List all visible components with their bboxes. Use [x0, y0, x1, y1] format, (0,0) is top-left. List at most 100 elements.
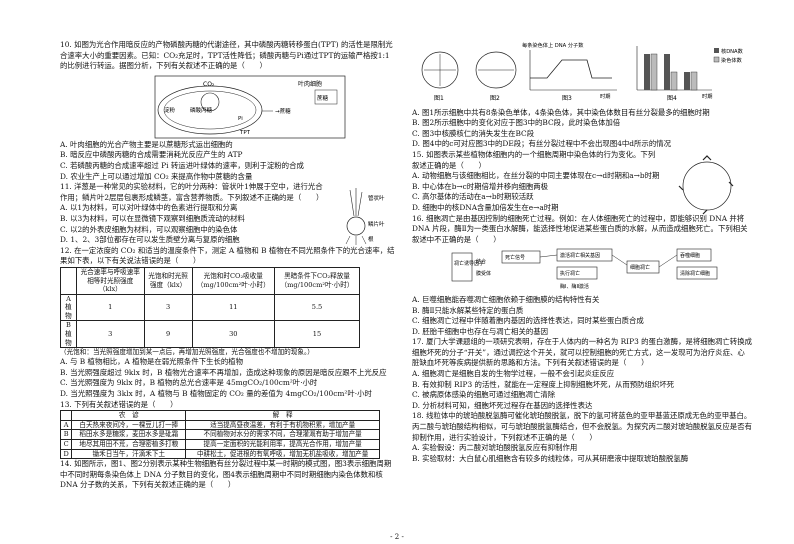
q12-header: 光饱和时CO₂吸收量（mg/100cm²叶·小时） [191, 266, 276, 295]
fig1-label: 图1 [434, 95, 444, 102]
page-number: - 2 - [390, 533, 404, 541]
q12-option-b: B. 当光照强度超过 9klx 时，B 植物光合速率不再增加，造成这种现象的原因… [60, 367, 387, 377]
fig4-legend-chrom: 染色体数 [721, 56, 743, 64]
q15-option-d: D. 细胞中的核DNA含量加倍发生在e→a时期 [412, 202, 559, 212]
q17-option-c: C. 被病原体感染的细胞可通过细胞凋亡清除 [412, 390, 556, 400]
edge-bind: 结合 [476, 258, 486, 265]
chromosome-cycle-figure [678, 155, 734, 215]
fig3-xlabel: 时期 [600, 92, 610, 100]
q10-diagram: CO₂ 叶肉细胞 蔗糖 淀粉 磷酸丙糖 Pi TPT →蔗糖 [154, 75, 346, 139]
cell: 地尽其用田不荒，合理密植多打粮 [71, 439, 187, 450]
cell: 3 [143, 293, 193, 322]
table-row: A植物 1 3 11 5.5 [60, 293, 360, 322]
cell: B [59, 429, 73, 440]
q10-sucrose: →蔗糖 [275, 107, 291, 115]
q11-option-c: C. 以2的外表皮细胞为材料，可以观察细胞中的染色体 [60, 224, 238, 234]
apoptosis-inducer: 凋亡诱导因子 [454, 260, 484, 267]
q16-option-b: B. 酶Ⅱ只能水解某些特定的蛋白质 [412, 305, 524, 315]
death-signal: 死亡信号 [505, 254, 525, 261]
q10-co2: CO₂ [203, 81, 215, 88]
fig3-label: 图3 [562, 95, 572, 102]
q12-header: 光饱和时光照强度（klx） [143, 266, 193, 295]
cell: 3 [75, 320, 145, 349]
q15-stem: 15. 如图表示某些植物体细胞内的一个细胞周期中染色体的行为变化。下列叙述正确的… [412, 149, 656, 170]
q12-table: 光合速率与呼吸速率相等时光照强度（klx） 光饱和时光照强度（klx） 光饱和时… [60, 266, 360, 349]
q18-option-b: B. 实验取材：大白鼠心肌细胞含有较多的线粒体，可从其研磨液中提取琥珀酸脱氢酶 [412, 453, 689, 463]
enzymes-activated: 酶Ⅰ、酶Ⅱ激活 [560, 283, 589, 290]
q10-stem: 10. 如图为光合作用暗反应的产物磷酸丙糖的代谢途径，其中磷酸丙糖转移蛋白(TP… [60, 40, 393, 71]
cell: 提高一定面积的光能利用率，提高光合作用，增加产量 [185, 439, 380, 450]
q18-option-a: A. 实验假设：丙二酸对琥珀酸脱氢反应有抑制作用 [412, 443, 578, 453]
q10-option-d: D. 农业生产上可以通过增加 CO₂ 来提高作物中蔗糖的含量 [60, 171, 253, 181]
fig3-ylabel: 每条染色体上 DNA 分子数 [522, 41, 584, 49]
fig4-label: 图4 [667, 95, 677, 102]
q14-option-c: C. 图3中核膜核仁的消失发生在BC段 [412, 128, 535, 138]
fig4-xlabel: 时期 [702, 92, 712, 100]
cell: A [59, 419, 73, 431]
fig2-label: 图2 [490, 95, 500, 102]
cell: 15 [274, 320, 360, 349]
cell: 稻田水多是糖浆，麦田水多是砒霜 [71, 429, 187, 440]
cell: 中耕松土，促进根的有氧呼吸，增加无机盐吸收，增加产量 [185, 448, 380, 460]
cell: 1 [75, 293, 145, 322]
clear-cells: 清除凋亡细胞 [680, 270, 710, 277]
q11-option-a: A. 以1为材料，可以对叶绿体中的色素进行提取和分离 [60, 203, 238, 213]
q12-header [60, 266, 77, 295]
q17-option-b: B. 有效抑制 RIP3 的活性，就能在一定程度上抑制细胞坏死，从而预防组织坏死 [412, 379, 675, 389]
q12-option-a: A. 与 B 植物相比，A 植物是在弱光照条件下生长的植物 [60, 357, 244, 367]
q16-stem: 16. 细胞凋亡是由基因控制的细胞死亡过程。例如：在人体细胞死亡的过程中，即能够… [412, 213, 748, 244]
execute-apoptosis: 执行凋亡 [560, 270, 580, 277]
cell-apoptosis: 细胞凋亡 [630, 264, 650, 271]
q16-option-c: C. 细胞凋亡过程中伴随着胞内基因的选择性表达，同时某些蛋白质合成 [412, 316, 644, 326]
q10-pi: Pi [238, 116, 243, 122]
q10-leaf-label: 叶肉细胞 [298, 80, 322, 88]
q12-option-d: D. 当光照强度为 3klx 时，A 植物与 B 植物固定的 CO₂ 量的差值为… [60, 389, 372, 399]
q14-option-d: D. 图4中的c可对应图3中的DE段；有丝分裂过程中不会出现图4中d所示的情况 [412, 139, 671, 149]
cell: 9 [143, 320, 193, 349]
q12-stem: 12. 在一定浓度的 CO₂ 和适当的温度条件下，测定 A 植物和 B 植物在不… [60, 245, 395, 266]
cell: 锄禾日当午，汗滴禾下土 [71, 448, 187, 460]
table-row: B植物 3 9 30 15 [60, 320, 360, 349]
q13-header: 农 谚 [71, 410, 187, 421]
q18-stem: 18. 线粒体中的琥珀酸脱氢酶可催化琥珀酸脱氢，脱下的氢可将蓝色的亚甲基蓝还原成… [412, 411, 752, 442]
cell: C [59, 439, 73, 450]
q15-option-c: C. 高尔基体的活动在a→b时期较活跃 [412, 192, 534, 202]
edge-receptor: 膜受体 [476, 270, 491, 277]
cell: 白天热来夜间冷，一棵豆儿打一捧 [71, 419, 187, 431]
q17-stem: 17. 厦门大学课题组的一项研究表明，存在于人体内的一种名为 RIP3 的蛋白激… [412, 337, 752, 368]
q12-note: （光饱和：当光照强度增加到某一点后，再增加光照强度，光合强度也不增加的现象。） [60, 348, 314, 357]
q14-option-b: B. 图2所示细胞中的变化对应于图3中的BC段，此时染色体加倍 [412, 118, 621, 128]
q11-block: 11. 洋葱是一种常见的实验材料，它的叶分两种：管状叶1伸展于空中，进行光合作用… [60, 182, 395, 246]
q10-tpt: TPT [239, 130, 251, 136]
cell: B植物 [60, 320, 77, 349]
onion-label-2: 鳞片叶 [368, 220, 385, 228]
q10-option-a: A. 叶肉细胞的光合产物主要是以蔗糖形式运出细胞的 [60, 139, 233, 149]
activate-genes: 激活凋亡相关基因 [560, 252, 600, 259]
right-column: 图1 图2 每条染色体上 DNA 分子数 时期 图3 核DNA数 染色体数 时期… [412, 40, 752, 464]
q10-starch: 淀粉 [164, 106, 176, 114]
onion-label-1: 管状叶 [368, 194, 385, 202]
onion-figure: 管状叶 鳞片叶 根 [345, 188, 385, 246]
onion-label-3: 根 [368, 235, 374, 243]
q11-option-d: D. 1、2、3部位都存在可以发生质壁分离与复原的细胞 [60, 235, 240, 245]
q15-block: 15. 如图表示某些植物体细胞内的一个细胞周期中染色体的行为变化。下列叙述正确的… [412, 149, 752, 215]
q17-option-d: D. 分析材料可知，细胞坏死过程存在基因的选择性表达 [412, 400, 593, 410]
q15-option-a: A. 动物细胞与该细胞相比，在丝分裂的中同主要体现在c→d时期和a→b时期 [412, 171, 660, 181]
q14-stem: 14. 如图所示，图1、图2分别表示某种生物细胞有丝分裂过程中某一时期的模式图，… [60, 459, 392, 490]
left-column: 10. 如图为光合作用暗反应的产物磷酸丙糖的代谢途径，其中磷酸丙糖转移蛋白(TP… [59, 40, 395, 491]
fig4-legend-dna: 核DNA数 [721, 47, 744, 55]
q16-option-a: A. 巨噬细胞能吞噬凋亡细胞依赖于细胞膜的结构特性有关 [412, 294, 600, 304]
q11-stem: 11. 洋葱是一种常见的实验材料，它的叶分两种：管状叶1伸展于空中，进行光合作用… [60, 182, 324, 202]
q13-header [59, 410, 73, 421]
q10-sucrose-box: 蔗糖 [317, 94, 329, 102]
cell: 11 [191, 293, 276, 322]
q10-tp: 磷酸丙糖 [190, 106, 213, 114]
cell: D [59, 448, 73, 460]
q10-option-c: C. 若磷酸丙糖的合成速率超过 Pi 转运进叶绿体的速率，则利于淀粉的合成 [60, 160, 304, 170]
q14-figures: 图1 图2 每条染色体上 DNA 分子数 时期 图3 核DNA数 染色体数 时期… [421, 41, 744, 102]
